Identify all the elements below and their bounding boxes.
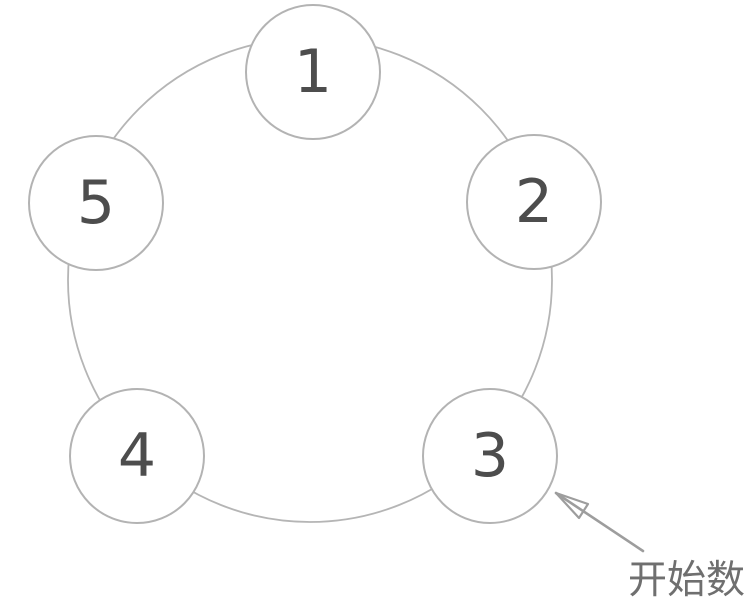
node-circle-2: 2 — [466, 134, 602, 270]
annotation-arrow-shaft — [554, 491, 645, 553]
node-label: 2 — [514, 167, 554, 237]
node-label: 4 — [117, 421, 157, 491]
node-label: 3 — [470, 421, 510, 491]
node-circle-5: 5 — [28, 135, 164, 271]
annotation-arrow-head-icon — [554, 491, 590, 520]
annotation-start-counting-label: 开始数 — [628, 558, 746, 603]
node-circle-4: 4 — [69, 388, 205, 524]
node-circle-3: 3 — [422, 388, 558, 524]
node-label: 1 — [293, 37, 333, 107]
node-circle-1: 1 — [245, 4, 381, 140]
node-label: 5 — [76, 168, 116, 238]
